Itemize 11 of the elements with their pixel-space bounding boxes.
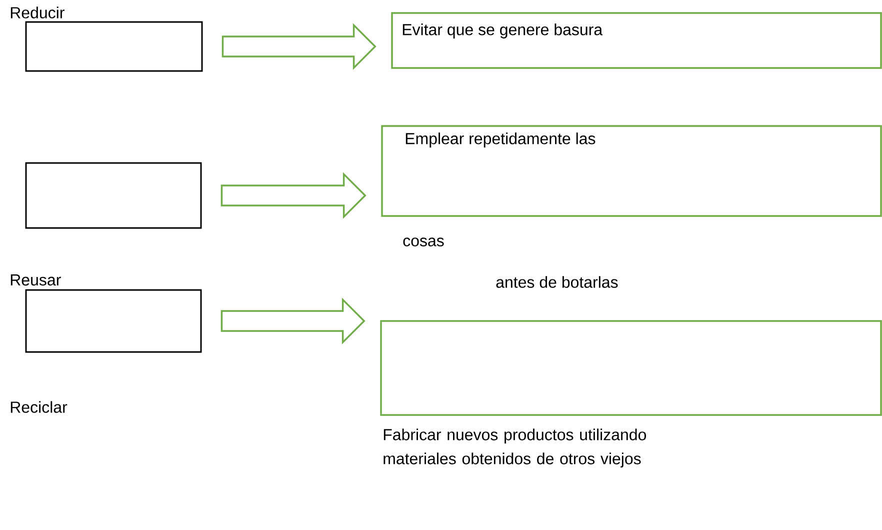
- block-arrow: [220, 298, 366, 344]
- description-text: Fabricar nuevos productos utilizando materiales obtenidos de otros viejos: [384, 428, 646, 468]
- box-label: Reusar: [10, 274, 61, 286]
- description-text: antes de botarlas: [496, 276, 618, 288]
- description-text: Emplear repetidamente las: [406, 132, 596, 148]
- description-text: cosas: [403, 238, 444, 246]
- description-text: Evitar que se genere basura: [402, 24, 603, 38]
- box-label: Reducir: [10, 6, 64, 18]
- block-arrow: [220, 172, 366, 219]
- box-label: Reciclar: [10, 401, 68, 413]
- block-arrow: [222, 23, 376, 70]
